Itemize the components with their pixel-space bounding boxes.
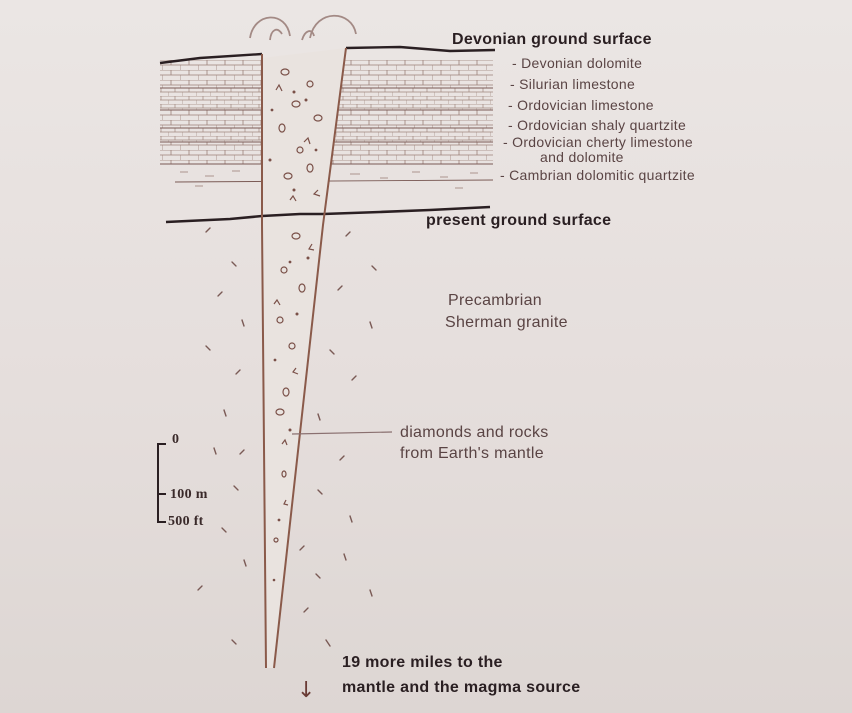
scale-bar <box>158 444 166 522</box>
eruption-plumes <box>250 16 356 40</box>
diamond-pointer-line <box>292 432 392 434</box>
bottom-note-line1: 19 more miles to the <box>342 653 503 673</box>
layer-label-ordovician-limestone: - Ordovician limestone <box>508 97 654 113</box>
devonian-ground-surface-label: Devonian ground surface <box>452 30 652 50</box>
scale-zero-label: 0 <box>172 432 179 448</box>
arrow-down-icon: ↓ <box>297 678 315 703</box>
layer-label-ordovician-shaly-quartzite: - Ordovician shaly quartzite <box>508 117 686 133</box>
layer-label-ordovician-cherty-limestone: - Ordovician cherty limestone <box>503 134 693 150</box>
diamonds-label-line1: diamonds and rocks <box>400 423 549 443</box>
layer-label-devonian-dolomite: - Devonian dolomite <box>512 55 642 71</box>
layer-label-cambrian-dolomitic-quartzite: - Cambrian dolomitic quartzite <box>500 167 695 183</box>
diamonds-label-line2: from Earth's mantle <box>400 444 544 464</box>
bottom-note-line2: mantle and the magma source <box>342 678 580 698</box>
present-ground-surface-label: present ground surface <box>426 211 611 231</box>
layer-label-and-dolomite: and dolomite <box>540 149 624 165</box>
layer-label-silurian-limestone: - Silurian limestone <box>510 76 635 92</box>
scale-meters-label: 100 m <box>170 487 208 503</box>
precambrian-label: Precambrian <box>448 291 542 311</box>
scale-feet-label: 500 ft <box>168 514 204 530</box>
sherman-granite-label: Sherman granite <box>445 313 568 333</box>
